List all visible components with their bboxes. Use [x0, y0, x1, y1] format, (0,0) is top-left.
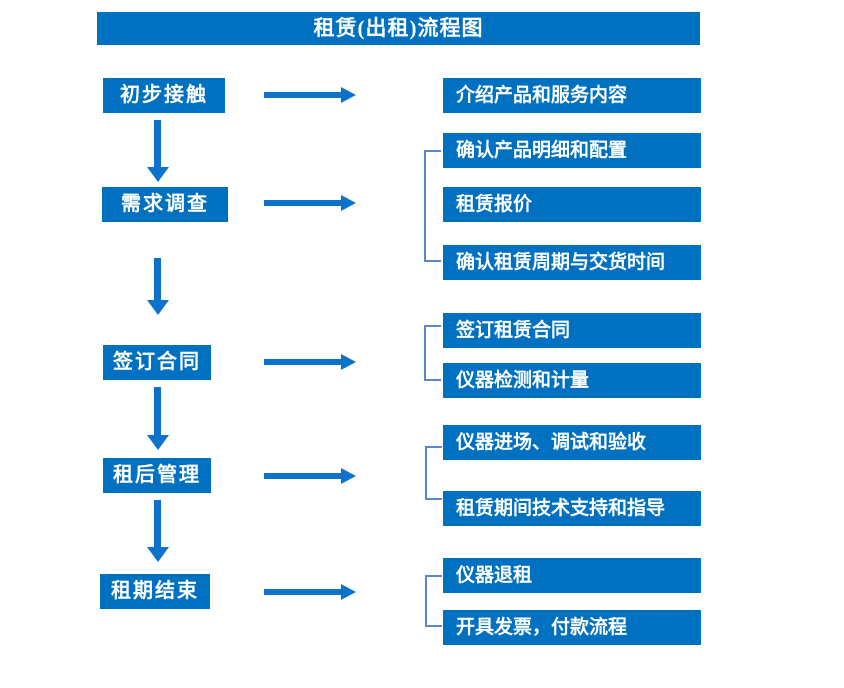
detail-box-confirm-period-delivery: 确认租赁周期与交货时间 [443, 245, 701, 280]
detail-box-instrument-commissioning: 仪器进场、调试和验收 [443, 425, 701, 460]
arrow-shaft [264, 200, 342, 206]
right-arrow-row2-icon [264, 195, 356, 211]
arrow-head [341, 584, 356, 600]
group-bracket-post-rental [425, 446, 442, 500]
right-arrow-row5-icon [264, 584, 356, 600]
arrow-shaft [154, 120, 161, 167]
right-arrow-row3-icon [264, 354, 356, 370]
detail-box-confirm-product-config: 确认产品明细和配置 [443, 133, 701, 168]
right-arrow-row4-icon [264, 468, 356, 484]
detail-box-tech-support: 租赁期间技术支持和指导 [443, 491, 701, 526]
stage-box-demand-survey: 需求调查 [102, 187, 228, 222]
detail-box-invoice-payment: 开具发票，付款流程 [443, 610, 701, 645]
group-bracket-rental-end [425, 575, 442, 627]
stage-box-post-rental-management: 租后管理 [103, 458, 211, 493]
arrow-shaft [264, 92, 342, 98]
detail-box-instrument-return: 仪器退租 [443, 558, 701, 593]
arrow-shaft [154, 258, 161, 300]
down-arrow-2-icon [147, 258, 169, 315]
arrow-shaft [154, 387, 161, 435]
stage-box-sign-contract: 签订合同 [103, 345, 211, 380]
down-arrow-1-icon [147, 120, 169, 182]
arrow-shaft [264, 359, 342, 365]
arrow-head [147, 547, 169, 562]
arrow-head [341, 195, 356, 211]
flowchart-title: 租赁(出租)流程图 [97, 12, 700, 45]
arrow-head [341, 468, 356, 484]
right-arrow-row1-icon [264, 87, 356, 103]
arrow-head [341, 87, 356, 103]
detail-box-introduce-products: 介绍产品和服务内容 [443, 78, 701, 113]
down-arrow-4-icon [147, 500, 169, 562]
stage-box-rental-end: 租期结束 [100, 574, 210, 609]
detail-box-sign-rental-contract: 签订租赁合同 [443, 313, 701, 348]
stage-box-initial-contact: 初步接触 [103, 78, 225, 113]
arrow-head [147, 300, 169, 315]
arrow-shaft [264, 473, 342, 479]
detail-box-rental-quote: 租赁报价 [443, 187, 701, 222]
group-bracket-sign-contract [424, 325, 441, 381]
arrow-shaft [154, 500, 161, 547]
arrow-head [147, 167, 169, 182]
arrow-shaft [264, 589, 342, 595]
down-arrow-3-icon [147, 387, 169, 450]
group-bracket-demand-survey [424, 150, 441, 262]
arrow-head [147, 435, 169, 450]
detail-box-instrument-testing: 仪器检测和计量 [443, 363, 701, 398]
arrow-head [341, 354, 356, 370]
